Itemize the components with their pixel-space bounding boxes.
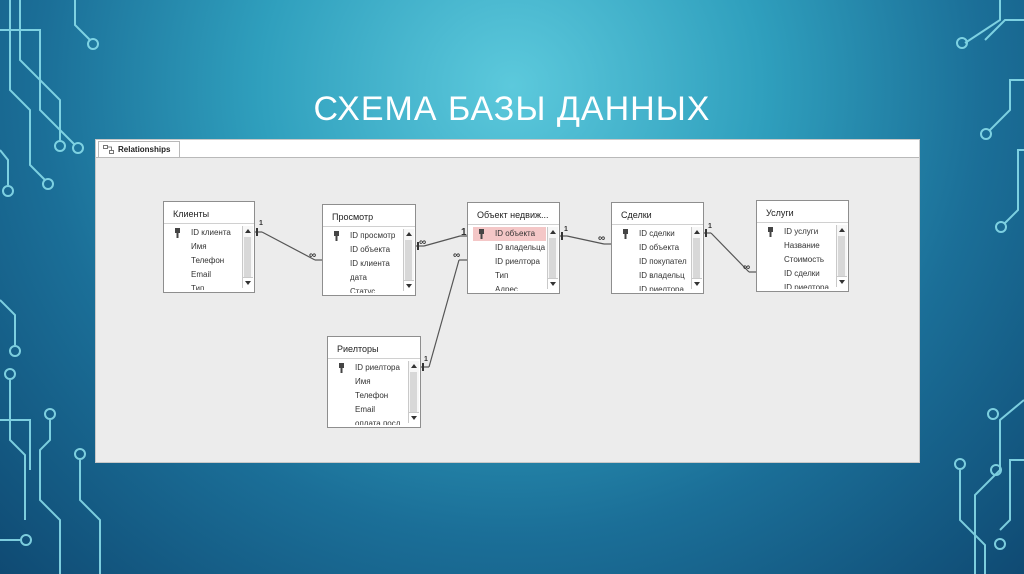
table-title: Услуги: [757, 201, 848, 223]
field-primary-key[interactable]: ID риелтора: [333, 361, 407, 375]
scroll-down-icon[interactable]: [243, 277, 253, 288]
key-icon: [623, 229, 628, 239]
field-name[interactable]: Адрес: [495, 285, 518, 291]
field-name[interactable]: Телефон: [355, 391, 389, 400]
scroll-thumb[interactable]: [405, 240, 412, 280]
many-marker: ∞: [743, 262, 751, 273]
many-marker: ∞: [598, 233, 606, 244]
field-primary-key[interactable]: ID услуги: [762, 225, 835, 239]
table-title: Клиенты: [164, 202, 254, 224]
scrollbar[interactable]: [408, 361, 419, 423]
scroll-down-icon[interactable]: [548, 278, 558, 289]
table-services[interactable]: Услуги ID услуги Название Стоимость ID с…: [756, 200, 849, 292]
one-marker: 1: [424, 356, 428, 363]
scrollbar[interactable]: [691, 227, 702, 289]
field-name[interactable]: ID владельц: [639, 271, 685, 280]
table-title: Риелторы: [328, 337, 420, 359]
field-name[interactable]: ID клиента: [350, 259, 390, 268]
field-name[interactable]: ID владельца: [495, 243, 546, 252]
scroll-down-icon[interactable]: [404, 280, 414, 291]
field-list: ID риелтора Имя Телефон Email оплата пос…: [333, 361, 407, 425]
field-primary-key[interactable]: ID просмотр: [328, 229, 402, 243]
slide-title: СХЕМА БАЗЫ ДАННЫХ: [313, 90, 711, 128]
key-icon: [175, 228, 180, 238]
scroll-up-icon[interactable]: [404, 229, 414, 239]
relationships-window: Relationships: [95, 139, 920, 463]
scroll-down-icon[interactable]: [409, 412, 419, 423]
field-primary-key[interactable]: ID сделки: [617, 227, 690, 241]
field-name[interactable]: Тип: [495, 271, 509, 280]
scroll-thumb[interactable]: [244, 237, 251, 277]
field-name[interactable]: Телефон: [191, 256, 225, 265]
key-icon: [339, 363, 344, 373]
scroll-up-icon[interactable]: [837, 225, 847, 235]
field-name[interactable]: дата: [350, 273, 367, 282]
scroll-down-icon[interactable]: [692, 278, 702, 289]
table-title: Просмотр: [323, 205, 415, 227]
table-title: Сделки: [612, 203, 703, 225]
many-marker: ∞: [453, 250, 461, 261]
one-marker: 1: [461, 227, 467, 238]
field-primary-key-selected[interactable]: ID объекта: [473, 227, 546, 241]
field-name[interactable]: Имя: [355, 377, 371, 386]
scrollbar[interactable]: [403, 229, 414, 291]
table-property[interactable]: Объект недвиж... ID объекта ID владельца…: [467, 202, 560, 294]
document-tab-bar: Relationships: [96, 140, 919, 158]
scroll-up-icon[interactable]: [692, 227, 702, 237]
field-name[interactable]: Имя: [191, 242, 207, 251]
field-name[interactable]: Email: [191, 270, 212, 279]
field-name[interactable]: Статус: [350, 287, 376, 293]
scroll-thumb[interactable]: [549, 238, 556, 278]
table-realtors[interactable]: Риелторы ID риелтора Имя Телефон Email о…: [327, 336, 421, 428]
key-icon: [479, 229, 484, 239]
table-deals[interactable]: Сделки ID сделки ID объекта ID покупател…: [611, 202, 704, 294]
key-icon: [768, 227, 773, 237]
scroll-down-icon[interactable]: [837, 276, 847, 287]
field-name[interactable]: оплата посл: [355, 419, 401, 425]
field-name[interactable]: ID риелтора: [639, 285, 684, 291]
field-name[interactable]: ID риелтора: [495, 257, 540, 266]
field-name[interactable]: Тип: [191, 284, 205, 290]
scrollbar[interactable]: [836, 225, 847, 287]
relationships-icon: [103, 145, 114, 154]
table-title: Объект недвиж...: [468, 203, 559, 225]
field-list: ID клиента Имя Телефон Email Тип: [169, 226, 241, 290]
tab-relationships[interactable]: Relationships: [98, 141, 180, 157]
key-icon: [334, 231, 339, 241]
field-name[interactable]: ID сделки: [784, 269, 820, 278]
field-list: ID объекта ID владельца ID риелтора Тип …: [473, 227, 546, 291]
one-marker: 1: [259, 220, 263, 227]
field-list: ID сделки ID объекта ID покупател ID вла…: [617, 227, 690, 291]
field-name[interactable]: ID покупател: [639, 257, 687, 266]
scrollbar[interactable]: [547, 227, 558, 289]
field-name[interactable]: Email: [355, 405, 376, 414]
scroll-up-icon[interactable]: [243, 226, 253, 236]
field-name[interactable]: ID объекта: [639, 243, 680, 252]
scroll-up-icon[interactable]: [548, 227, 558, 237]
scroll-up-icon[interactable]: [409, 361, 419, 371]
scrollbar[interactable]: [242, 226, 253, 288]
field-name[interactable]: ID риелтора: [784, 283, 829, 289]
one-marker: 1: [564, 226, 568, 233]
field-primary-key[interactable]: ID клиента: [169, 226, 241, 240]
table-viewing[interactable]: Просмотр ID просмотр ID объекта ID клиен…: [322, 204, 416, 296]
field-list: ID просмотр ID объекта ID клиента дата С…: [328, 229, 402, 293]
scroll-thumb[interactable]: [410, 372, 417, 412]
one-marker: 1: [708, 223, 712, 230]
table-clients[interactable]: Клиенты ID клиента Имя Телефон Email Тип: [163, 201, 255, 293]
field-name[interactable]: ID объекта: [350, 245, 391, 254]
field-name[interactable]: Стоимость: [784, 255, 825, 264]
relationship-lines: [255, 228, 756, 371]
tab-label: Relationships: [118, 145, 171, 154]
many-marker: ∞: [309, 250, 317, 261]
scroll-thumb[interactable]: [838, 236, 845, 276]
many-marker: ∞: [419, 237, 427, 248]
field-list: ID услуги Название Стоимость ID сделки I…: [762, 225, 835, 289]
field-name[interactable]: Название: [784, 241, 820, 250]
scroll-thumb[interactable]: [693, 238, 700, 278]
